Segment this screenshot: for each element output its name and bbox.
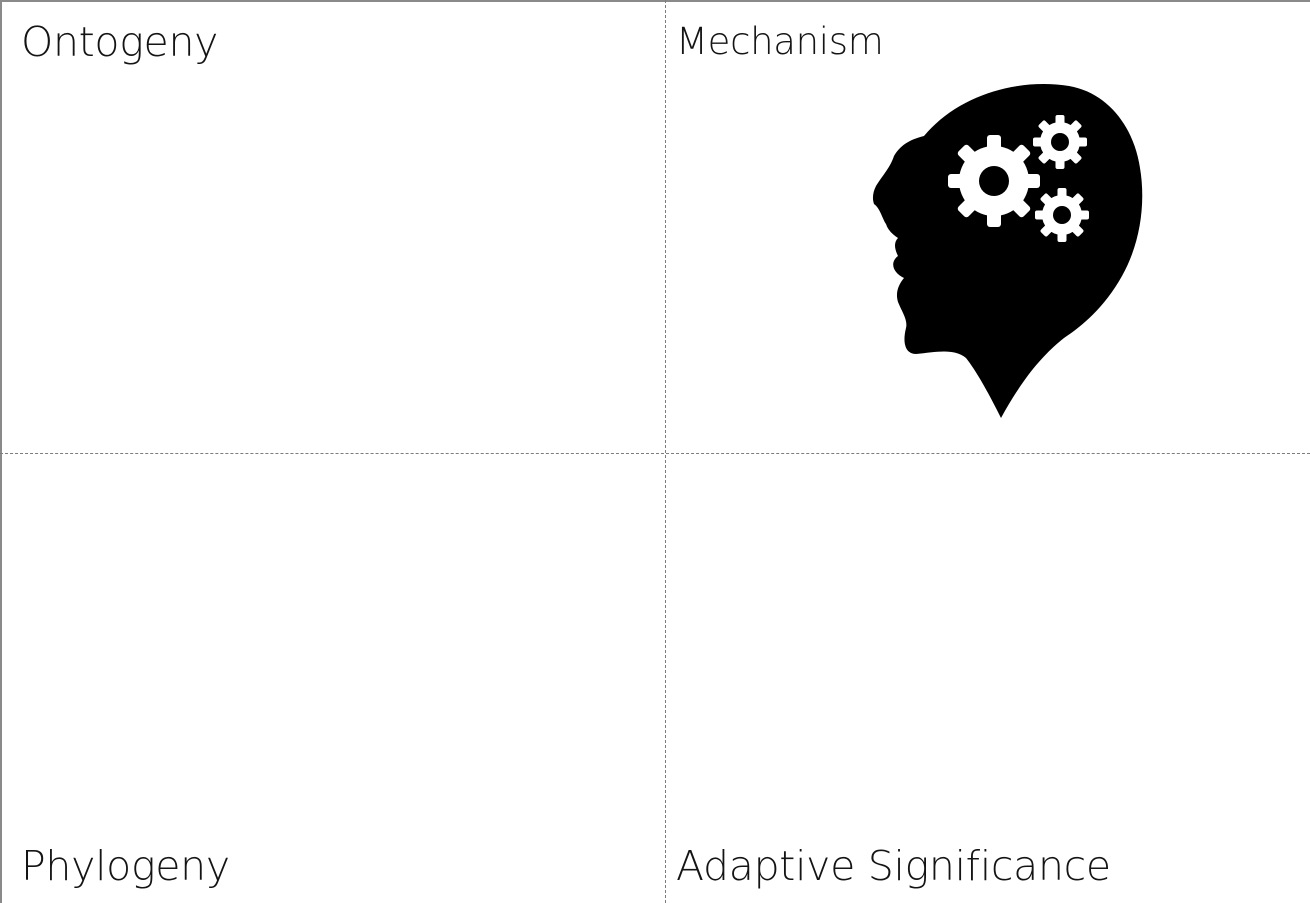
gear-small-top [1033,115,1087,169]
horizontal-divider [0,453,1310,454]
phylogeny-label: Phylogeny [21,842,230,890]
gear-large [948,135,1040,227]
gear-small-bottom [1035,188,1089,242]
vertical-divider [665,0,666,903]
head-with-gears-icon [872,84,1143,419]
ontogeny-label: Ontogeny [21,18,219,66]
adaptive-significance-label: Adaptive Significance [676,842,1111,890]
mechanism-label: Mechanism [676,20,884,63]
